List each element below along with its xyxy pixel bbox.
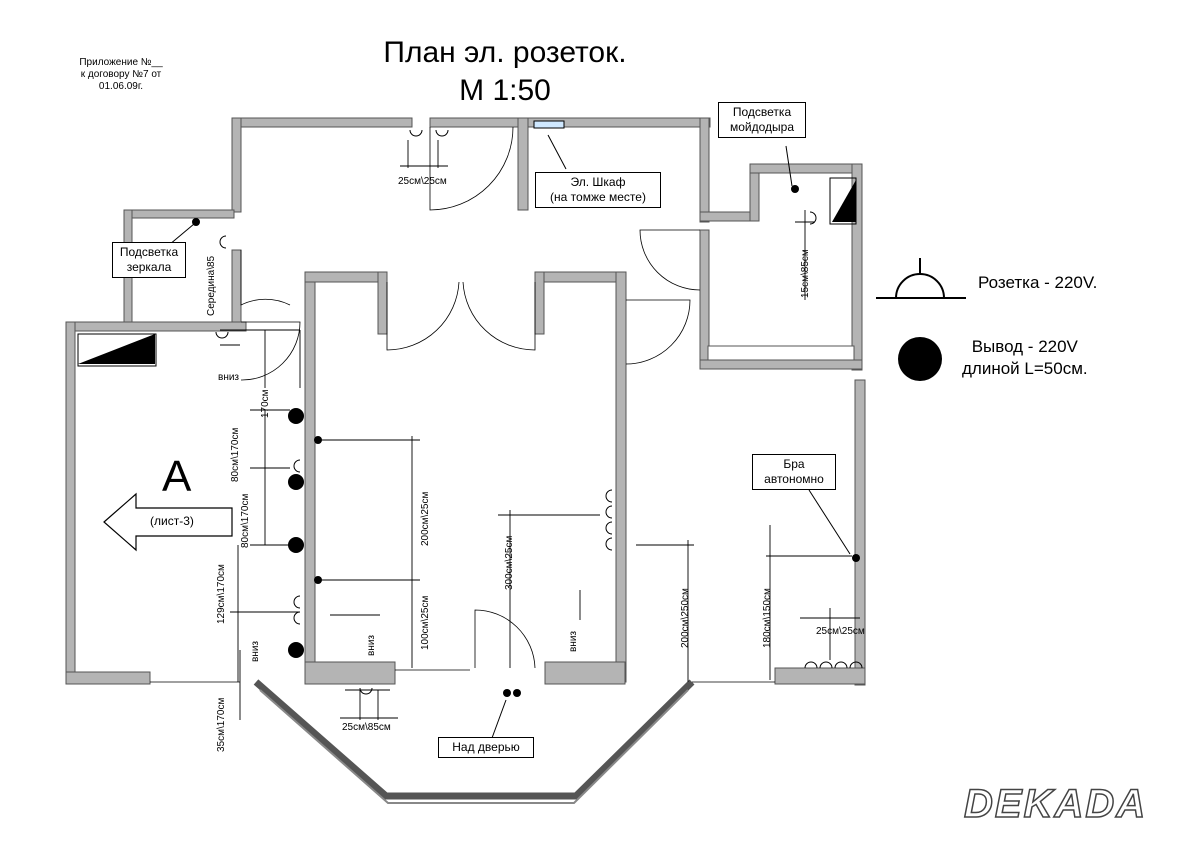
dekada-watermark: DEKADA bbox=[963, 781, 1148, 827]
callout-electric-panel: Эл. Шкаф (на томже месте) bbox=[535, 172, 661, 208]
dim-300-25: 300см\25см bbox=[504, 535, 515, 590]
dim-bath-right-25: 25см\25см bbox=[816, 626, 865, 637]
dim-bath-left: Середина\85 bbox=[206, 255, 217, 316]
legend-socket-label: Розетка - 220V. bbox=[978, 273, 1098, 292]
contract-note: Приложение №__ к договору №7 от 01.06.09… bbox=[79, 57, 163, 92]
dim-200-25: 200см\25см bbox=[420, 491, 431, 546]
leader-lines bbox=[162, 134, 851, 739]
dim-100-25: 100см\25см bbox=[420, 595, 431, 650]
legend-outlet-label: Вывод - 220V длиной L=50см. bbox=[962, 337, 1088, 378]
shaft-right bbox=[832, 180, 856, 222]
dimension-lines bbox=[220, 140, 860, 720]
bay-window bbox=[253, 679, 695, 800]
door-arcs bbox=[240, 126, 701, 669]
socket-symbols bbox=[215, 129, 863, 695]
dim-80-170-b: 80см\170см bbox=[240, 493, 251, 548]
dim-35-170: 35см\170см bbox=[216, 697, 227, 752]
dim-80-170-a: 80см\170см bbox=[230, 427, 241, 482]
label-down-left: вниз bbox=[218, 372, 240, 383]
label-down-right: вниз bbox=[568, 630, 579, 652]
legend-outlet-symbol bbox=[898, 337, 942, 381]
callout-above-door: Над дверью bbox=[438, 737, 534, 758]
window-lines bbox=[150, 669, 775, 683]
dim-170: 170см bbox=[260, 389, 271, 418]
dim-180-150: 180см\150см bbox=[762, 588, 773, 648]
plan-title: План эл. розеток. М 1:50 bbox=[383, 36, 627, 107]
label-down-room: вниз bbox=[366, 634, 377, 656]
callout-sconce: Бра автономно bbox=[752, 454, 836, 490]
callout-washstand-light: Подсветка мойдодыра bbox=[718, 102, 806, 138]
callout-mirror-light: Подсветка зеркала bbox=[112, 242, 186, 278]
legend-socket-symbol bbox=[876, 258, 966, 299]
section-arrow bbox=[103, 492, 233, 552]
electric-panel bbox=[533, 120, 565, 129]
section-letter: A bbox=[162, 452, 192, 501]
dim-bottom-25-85: 25см\85см bbox=[342, 722, 391, 733]
label-down-mid: вниз bbox=[250, 640, 261, 662]
dim-top-hall: 25см\25см bbox=[398, 176, 447, 187]
section-sheet-ref: (лист-3) bbox=[150, 514, 194, 528]
shaft-left bbox=[78, 334, 155, 364]
dim-bath-right: 15см\85см bbox=[800, 249, 811, 298]
dim-200-250: 200см\250см bbox=[680, 588, 691, 648]
walls bbox=[65, 117, 866, 686]
dim-129-170: 129см\170см bbox=[216, 564, 227, 624]
outlet-markers bbox=[192, 185, 860, 697]
